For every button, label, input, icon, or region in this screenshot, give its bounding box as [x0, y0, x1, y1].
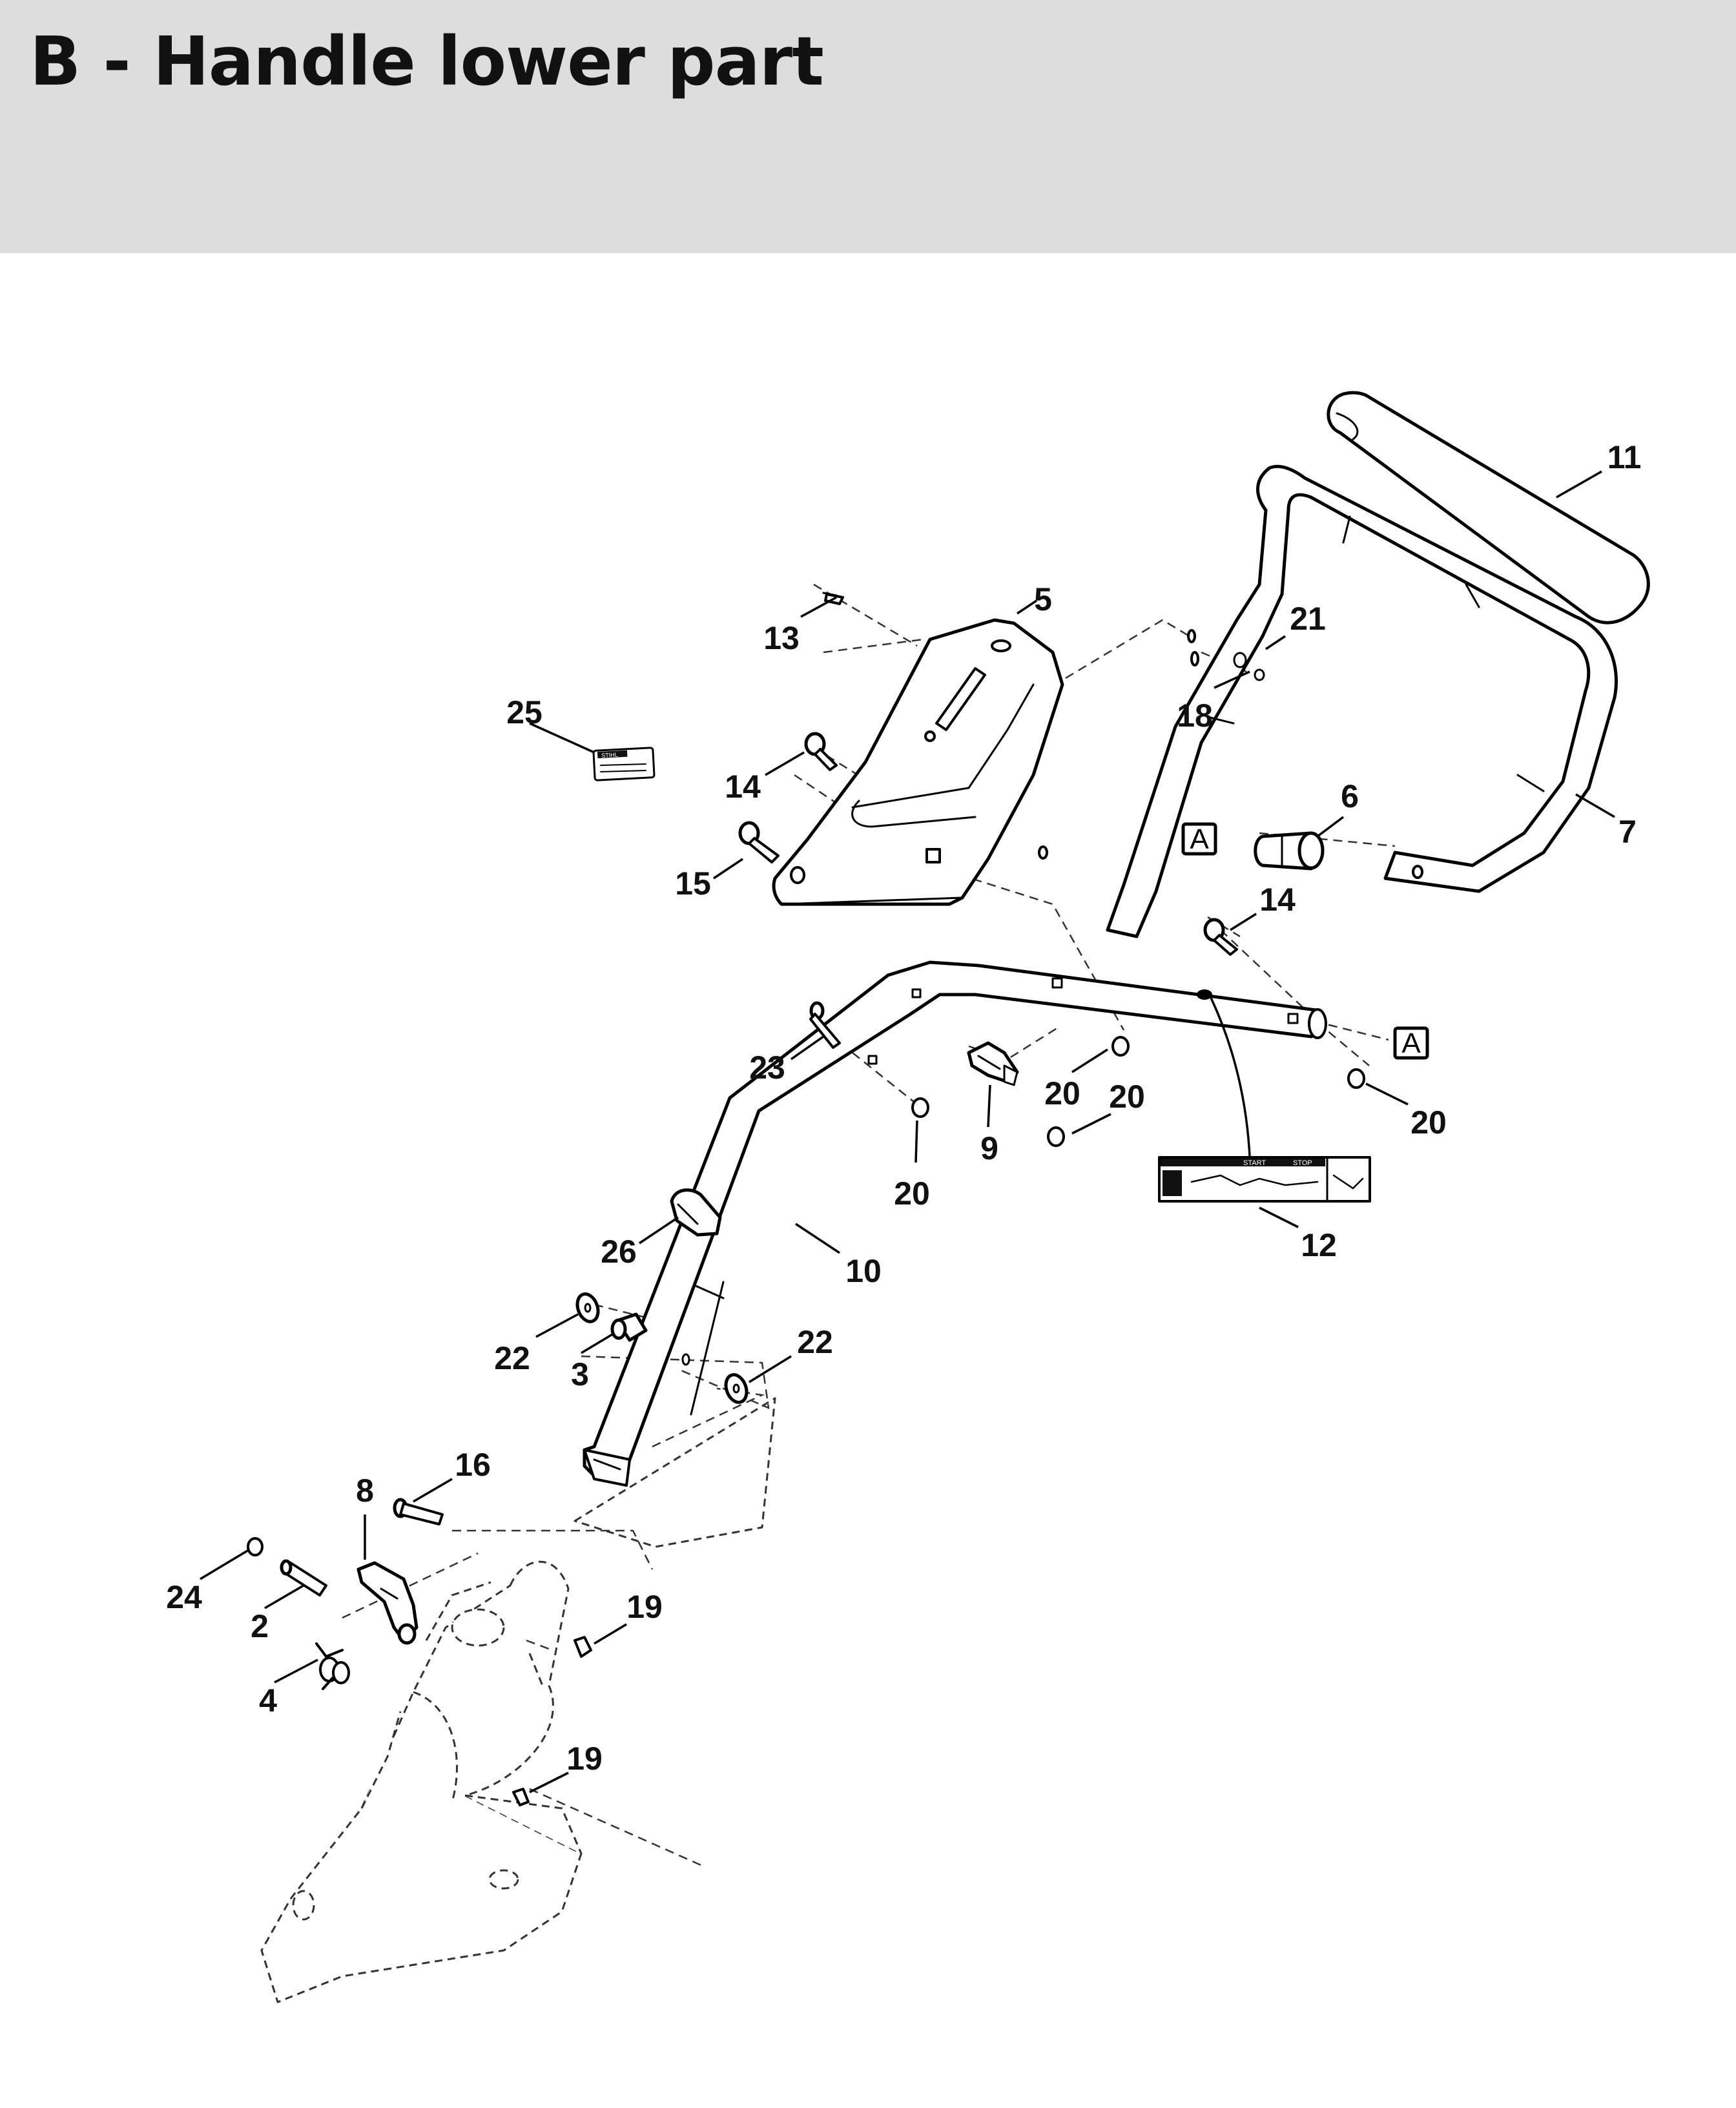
label-25-text: STIHL: [601, 751, 618, 758]
callout-7: 7: [1618, 814, 1637, 850]
part-9-clamp: [967, 1041, 1019, 1086]
part-19-nut-a: [574, 1636, 592, 1658]
part-6-bushing: [1254, 831, 1325, 871]
part-7-upper-handle-bar: [1038, 464, 1618, 938]
callout-20: 20: [1044, 1075, 1080, 1111]
part-5-cover: [772, 618, 1064, 906]
callout-13: 13: [763, 620, 800, 656]
label-12-stop: STOP: [1293, 1159, 1312, 1167]
page-header: B - Handle lower part: [0, 0, 1736, 253]
callout-16: 16: [455, 1447, 491, 1483]
part-26-knob: [670, 1188, 722, 1237]
callout-20: 20: [1410, 1104, 1447, 1141]
part-11-handle-grip: [1327, 391, 1650, 625]
callout-25: 25: [506, 694, 542, 730]
part-3-pin: [610, 1312, 648, 1342]
callout-22: 22: [797, 1324, 833, 1360]
callout-6: 6: [1341, 778, 1359, 814]
part-4-spring: [315, 1642, 350, 1690]
part-20-nut-a: [1111, 1036, 1130, 1057]
part-21-washer: [1233, 652, 1247, 668]
reference-marker-a-left: A: [1181, 822, 1217, 856]
callout-22: 22: [494, 1340, 530, 1376]
callout-23: 23: [749, 1049, 785, 1086]
part-20-nut-b: [911, 1097, 929, 1118]
callout-14: 14: [1259, 882, 1296, 918]
page-title: B - Handle lower part: [30, 22, 824, 101]
callout-20: 20: [894, 1175, 930, 1212]
callout-labels: 11 5 13 21 18 25 14 6 7 15 14 23 20 20 20 9 20 12 26 10 22 3 2…: [166, 439, 1641, 1777]
reference-marker-a-right: A: [1393, 1026, 1429, 1060]
callout-12: 12: [1301, 1227, 1337, 1263]
mower-housing-outline: [260, 1397, 776, 2003]
part-2-axle: [280, 1559, 327, 1596]
part-14-screw-b: [1203, 918, 1238, 956]
label-12-start: START: [1243, 1159, 1266, 1167]
svg-text:A: A: [1190, 823, 1209, 855]
callout-20: 20: [1109, 1079, 1145, 1115]
part-12-label: START STOP: [1158, 1156, 1371, 1203]
callout-3: 3: [571, 1356, 589, 1392]
callout-24: 24: [166, 1579, 202, 1615]
callout-15: 15: [675, 865, 711, 902]
svg-text:A: A: [1401, 1028, 1421, 1059]
callout-9: 9: [980, 1130, 998, 1166]
part-22-washer-b-hole: [732, 1383, 740, 1394]
part-18-nut: [1254, 668, 1265, 681]
part-22-washer-a-hole: [584, 1303, 592, 1313]
part-24-nut: [247, 1537, 264, 1556]
callout-19: 19: [566, 1741, 603, 1777]
part-20-nut-c: [1047, 1126, 1065, 1147]
part-15-screw: [738, 821, 780, 863]
part-25-label: STIHL: [592, 747, 656, 781]
callout-19: 19: [626, 1589, 663, 1625]
callout-2: 2: [251, 1608, 269, 1644]
callout-4: 4: [259, 1682, 277, 1719]
part-16-bolt: [393, 1498, 444, 1525]
callout-21: 21: [1290, 601, 1326, 637]
callout-14: 14: [725, 769, 761, 805]
leader-lines: [200, 470, 1615, 1793]
part-14-screw-a: [804, 732, 838, 771]
part-20-nut-d: [1347, 1068, 1365, 1089]
callout-10: 10: [845, 1253, 882, 1289]
callout-26: 26: [601, 1234, 637, 1270]
part-19-nut-b: [512, 1788, 530, 1806]
callout-5: 5: [1034, 581, 1052, 617]
part-8-lever: [356, 1561, 418, 1645]
callout-18: 18: [1177, 698, 1213, 734]
callout-11: 11: [1607, 439, 1642, 475]
part-10-lower-handle-tube: [583, 960, 1327, 1487]
part-23-bolt: [809, 1001, 841, 1049]
callout-8: 8: [356, 1472, 374, 1509]
